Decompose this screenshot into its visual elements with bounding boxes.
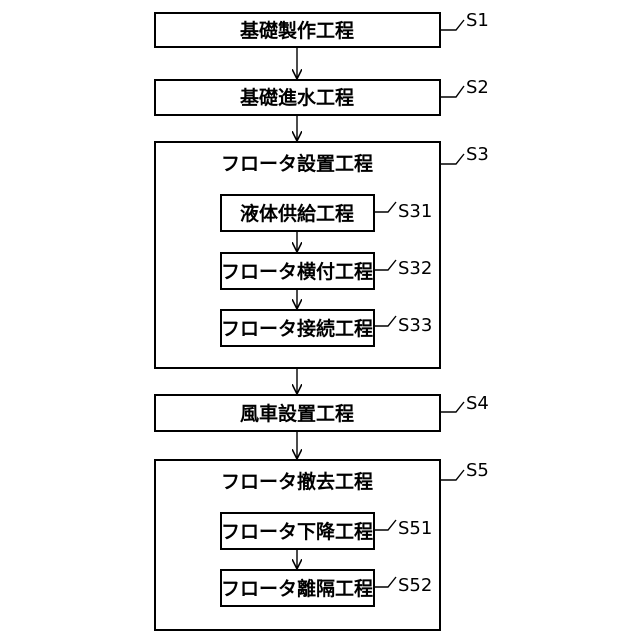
step-s4-text: 風車設置工程 xyxy=(240,402,354,425)
step-s1: 基礎製作工程 S1 xyxy=(155,10,489,47)
step-s2-text: 基礎進水工程 xyxy=(239,86,354,109)
step-s31-text: 液体供給工程 xyxy=(240,202,354,225)
step-s4-label: S4 xyxy=(466,393,489,414)
step-s2-label: S2 xyxy=(466,77,489,98)
step-s5-text: フロータ撤去工程 xyxy=(221,470,373,493)
step-s5-leader xyxy=(440,470,464,480)
step-s32-text: フロータ横付工程 xyxy=(221,260,373,283)
step-s3-label: S3 xyxy=(466,144,489,165)
step-s52-text: フロータ離隔工程 xyxy=(221,577,373,600)
step-s33-label: S33 xyxy=(398,315,432,336)
step-s3-text: フロータ設置工程 xyxy=(221,152,373,175)
step-s2: 基礎進水工程 S2 xyxy=(155,77,489,115)
step-s1-leader xyxy=(440,20,464,30)
step-s2-leader xyxy=(440,86,464,97)
step-s1-text: 基礎製作工程 xyxy=(239,19,354,42)
step-s5: フロータ撤去工程 S5 フロータ下降工程 S51 フロータ離隔工程 S52 xyxy=(155,460,489,630)
step-s52-label: S52 xyxy=(398,575,432,596)
step-s4-leader xyxy=(440,402,464,412)
step-s33-text: フロータ接続工程 xyxy=(221,317,373,340)
step-s3: フロータ設置工程 S3 液体供給工程 S31 フロータ横付工程 S32 フロータ… xyxy=(155,142,489,368)
step-s51-text: フロータ下降工程 xyxy=(221,520,373,543)
step-s32-label: S32 xyxy=(398,258,432,279)
step-s3-leader xyxy=(440,154,464,164)
step-s5-label: S5 xyxy=(466,460,489,481)
step-s1-label: S1 xyxy=(466,10,489,31)
step-s4: 風車設置工程 S4 xyxy=(155,393,489,431)
step-s31-label: S31 xyxy=(398,201,432,222)
step-s51-label: S51 xyxy=(398,518,432,539)
